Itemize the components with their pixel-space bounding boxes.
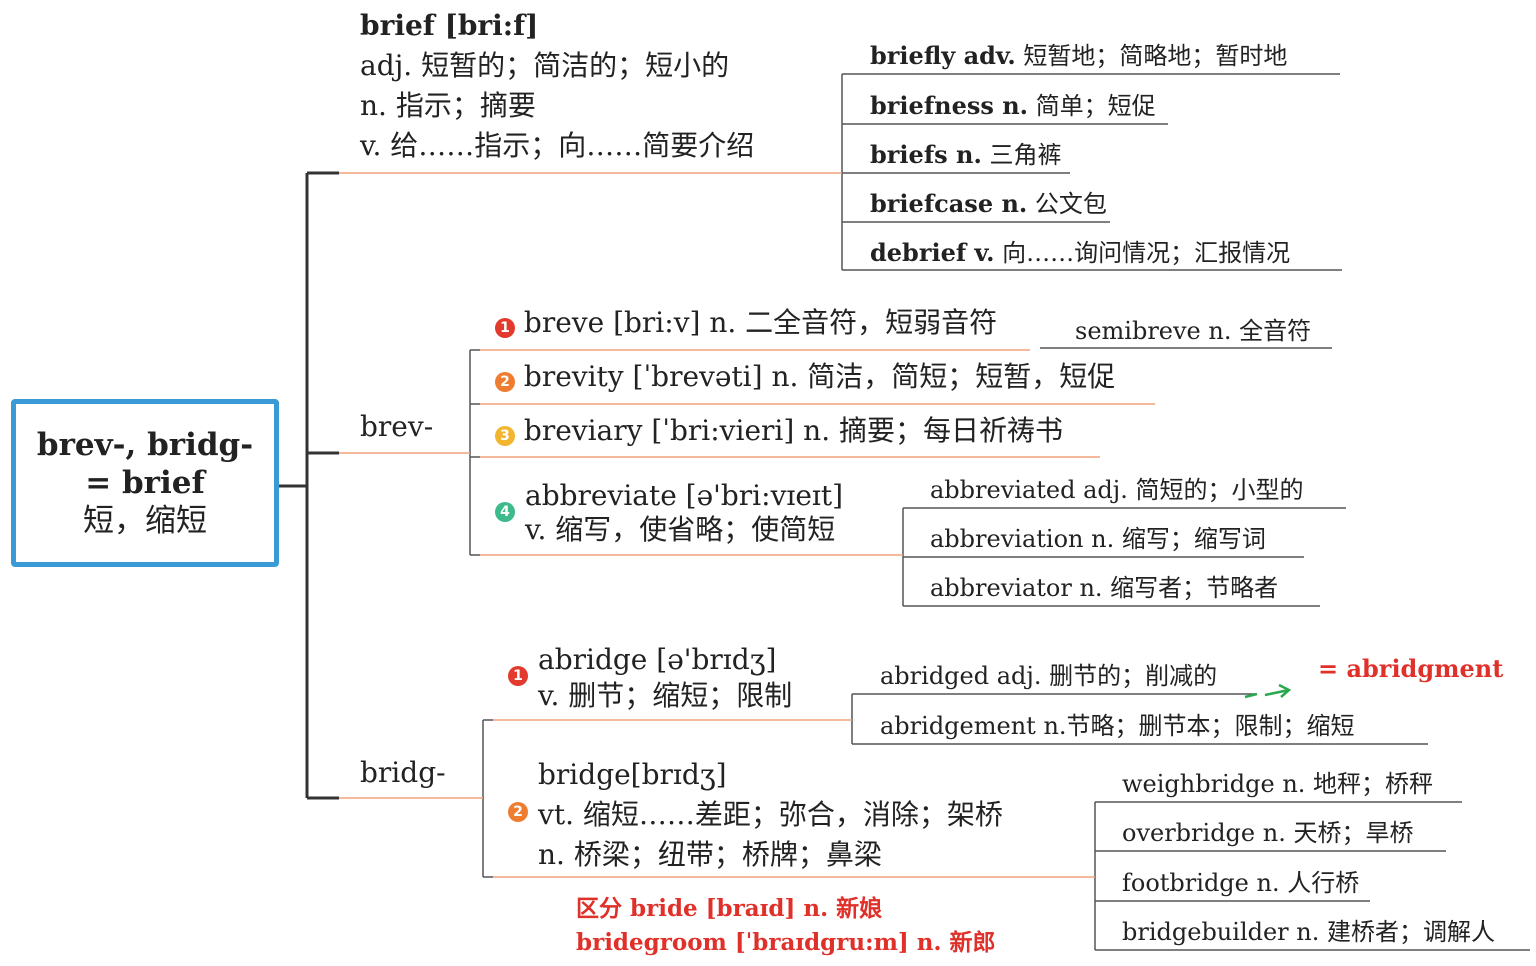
bridg-item-abridge: 1 abridge [ə'brɪdʒ] v. 删节；缩短；限制 bbox=[508, 640, 792, 716]
derivative-footbridge: footbridge n. 人行桥 bbox=[1122, 869, 1360, 897]
derivative-abridged: abridged adj. 删节的；削减的 bbox=[880, 662, 1218, 690]
brief-headword: brief [bri:f] bbox=[360, 9, 539, 42]
number-badge-1: 1 bbox=[508, 666, 528, 686]
derivative-bridgebuilder: bridgebuilder n. 建桥者；调解人 bbox=[1122, 918, 1495, 946]
derivative-abbreviator: abbreviator n. 缩写者；节略者 bbox=[930, 574, 1279, 602]
number-badge-4: 4 bbox=[495, 502, 515, 522]
bridg-item-bridge: 2 bridge[brɪdʒ] vt. 缩短……差距；弥合，消除；架桥 n. 桥… bbox=[508, 755, 1003, 875]
derivative-abridgement: abridgement n.节略；删节本；限制；缩短 bbox=[880, 712, 1355, 740]
brev-item-brevity: 2 brevity [ˈbrevəti] n. 简洁，简短；短暂，短促 bbox=[495, 357, 1115, 397]
brief-adj: adj. 短暂的；简洁的；短小的 bbox=[360, 49, 730, 82]
brief-verb: v. 给……指示；向……简要介绍 bbox=[360, 129, 755, 162]
number-badge-1: 1 bbox=[495, 318, 515, 338]
root-line-3: 短，缩短 bbox=[83, 503, 207, 539]
number-badge-2: 2 bbox=[495, 372, 515, 392]
derivative-briefness: briefness n. 简单；短促 bbox=[870, 91, 1156, 120]
derivative-weighbridge: weighbridge n. 地秤；桥秤 bbox=[1122, 770, 1434, 798]
derivative-semibreve: semibreve n. 全音符 bbox=[1075, 317, 1312, 345]
root-node: brev-, bridg- = brief 短，缩短 bbox=[11, 399, 279, 567]
arrow-icon bbox=[1244, 683, 1292, 699]
number-badge-2: 2 bbox=[508, 802, 528, 822]
number-badge-3: 3 bbox=[495, 426, 515, 446]
derivative-abbreviated: abbreviated adj. 简短的；小型的 bbox=[930, 476, 1304, 504]
derivative-abbreviation: abbreviation n. 缩写；缩写词 bbox=[930, 525, 1266, 553]
brev-item-abbreviate: 4 abbreviate [ə'bri:vɪeɪt] v. 缩写，使省略；使简短 bbox=[495, 476, 843, 550]
distinguish-note-bridegroom: bridegroom [ˈbraɪdgru:m] n. 新郎 bbox=[576, 929, 996, 956]
abridgment-note: = abridgment bbox=[1318, 654, 1504, 683]
root-line-2: = brief bbox=[85, 465, 205, 501]
brief-node: brief [bri:f] adj. 短暂的；简洁的；短小的 n. 指示；摘要 … bbox=[360, 6, 754, 166]
derivative-briefs: briefs n. 三角裤 bbox=[870, 140, 1062, 169]
distinguish-note-bride: 区分 bride [braɪd] n. 新娘 bbox=[576, 895, 883, 922]
brief-noun: n. 指示；摘要 bbox=[360, 89, 536, 122]
branch-bridg-label: bridg- bbox=[360, 756, 446, 789]
derivative-briefcase: briefcase n. 公文包 bbox=[870, 189, 1107, 218]
branch-brev-label: brev- bbox=[360, 410, 434, 443]
brev-item-breve: 1 breve [bri:v] n. 二全音符，短弱音符 bbox=[495, 303, 997, 343]
root-line-1: brev-, bridg- bbox=[36, 427, 254, 463]
derivative-overbridge: overbridge n. 天桥；旱桥 bbox=[1122, 819, 1414, 847]
brev-item-breviary: 3 breviary [ˈbri:vieri] n. 摘要；每日祈祷书 bbox=[495, 411, 1063, 451]
derivative-debrief: debrief v. 向……询问情况；汇报情况 bbox=[870, 238, 1291, 267]
derivative-briefly: briefly adv. 短暂地；简略地；暂时地 bbox=[870, 41, 1288, 70]
